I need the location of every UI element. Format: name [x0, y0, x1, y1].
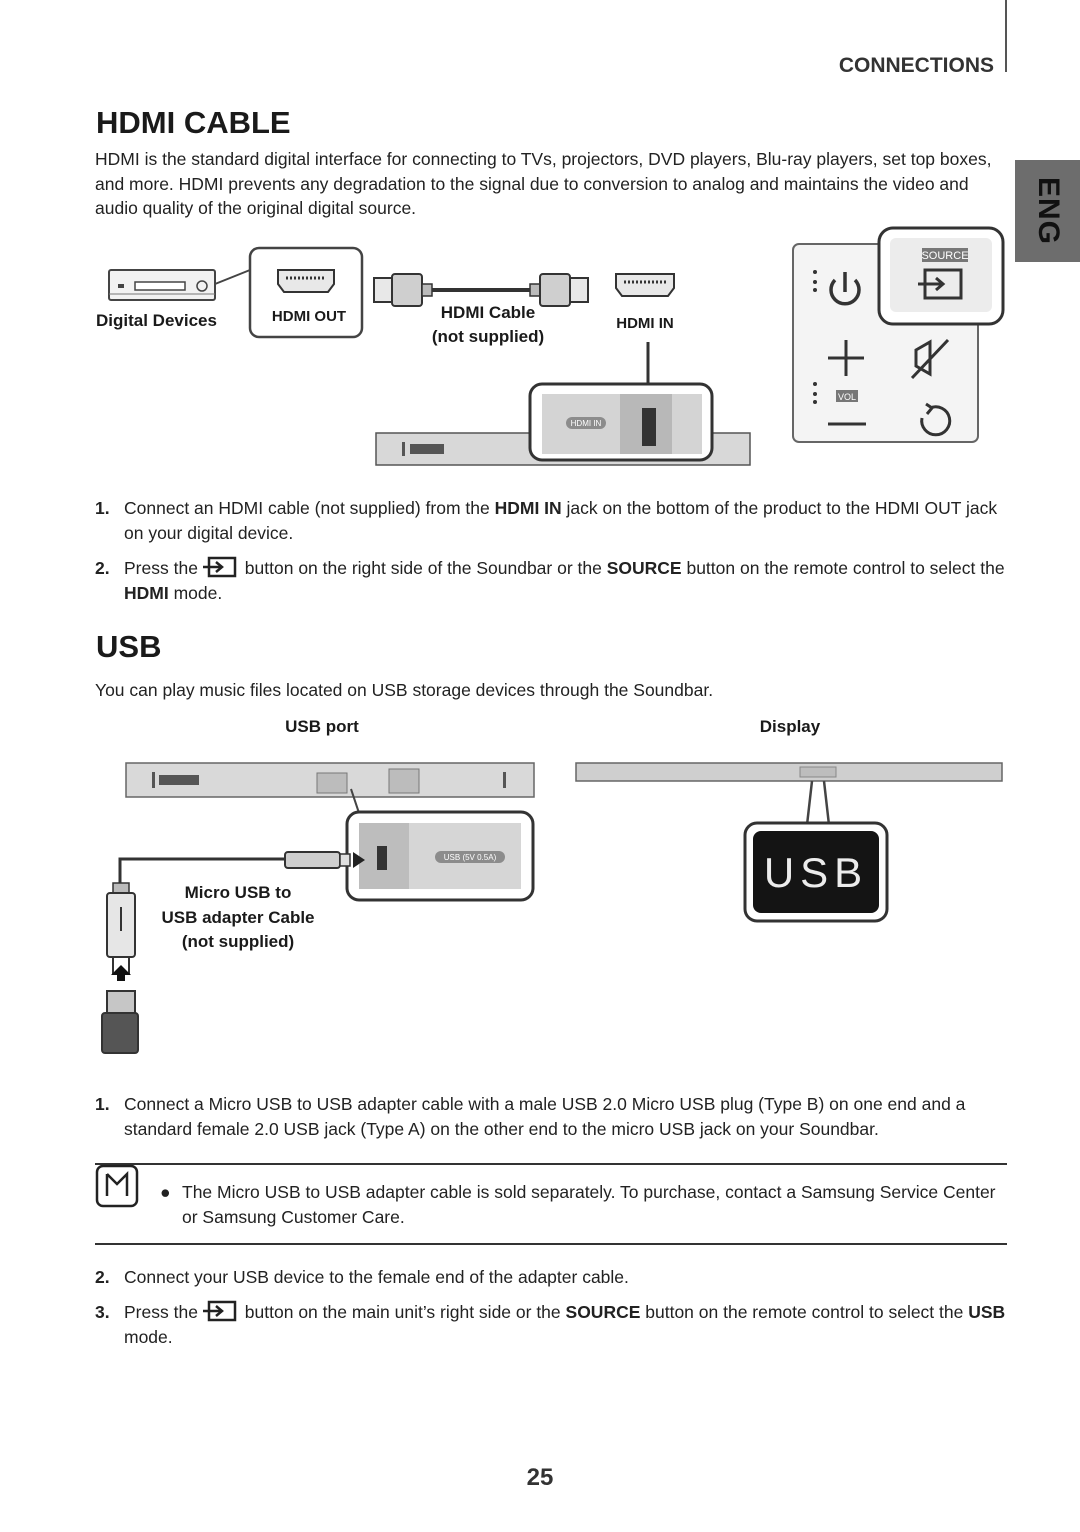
usb-note: ● The Micro USB to USB adapter cable is …	[160, 1182, 996, 1227]
note-bullet-icon: ●	[160, 1182, 171, 1202]
usb-step-1: 1. Connect a Micro USB to USB adapter ca…	[95, 1094, 966, 1139]
language-tab: ENG	[1015, 160, 1080, 262]
hdmi-in-port-tag: HDMI IN	[571, 419, 602, 428]
hdmi-in-label: HDMI IN	[616, 315, 674, 332]
display-readout: USB	[764, 849, 868, 896]
display-label: Display	[759, 717, 821, 736]
cable-label-line-1: Micro USB to	[184, 883, 292, 902]
usb-connection-diagram: USB (5V 0.5A) USB	[101, 762, 1003, 1054]
language-label: ENG	[1031, 176, 1065, 246]
page-number: 25	[526, 1464, 554, 1491]
usb-section-title: USB	[96, 629, 162, 664]
digital-devices-label: Digital Devices	[96, 311, 217, 330]
source-button-icon	[202, 1300, 237, 1322]
soundbar-usb-view	[125, 762, 535, 798]
usb-step-2: 2. Connect your USB device to the female…	[95, 1267, 629, 1287]
note-pencil-icon	[95, 1164, 139, 1208]
note-top-rule	[95, 1163, 1007, 1165]
mute-icon	[910, 338, 950, 380]
display-callout: USB	[743, 821, 889, 923]
usb-device-icon	[101, 1012, 139, 1054]
remote-vol-tag: VOL	[838, 392, 856, 402]
hdmi-cable-label: HDMI Cable	[440, 303, 536, 322]
usb-port-tag: USB (5V 0.5A)	[444, 853, 497, 862]
remote-source-tag: SOURCE	[921, 250, 968, 262]
digital-device-icon	[108, 269, 216, 301]
cable-label-line-2: USB adapter Cable	[161, 908, 315, 927]
remote-control: SOURCE VOL	[792, 226, 1005, 443]
usb-step-3: 3. Press the button on the main unit’s r…	[95, 1300, 1006, 1347]
usb-intro: You can play music files located on USB …	[95, 680, 714, 700]
cable-label-line-3: (not supplied)	[181, 932, 295, 951]
source-button-icon	[918, 268, 963, 300]
hdmi-connection-diagram: HDMI IN SOURCE VOL	[108, 226, 1005, 466]
hdmi-cable-not-supplied-label: (not supplied)	[431, 327, 545, 346]
hdmi-step-2: 2. Press the button on the right side of…	[95, 556, 1005, 603]
hdmi-section-title: HDMI CABLE	[96, 105, 291, 140]
section-label: CONNECTIONS	[838, 54, 994, 77]
soundbar-display-view	[575, 762, 1003, 826]
hdmi-intro: HDMI is the standard digital interface f…	[95, 149, 992, 218]
header-divider	[1005, 0, 1007, 72]
hdmi-step-1: 1. Connect an HDMI cable (not supplied) …	[95, 498, 998, 543]
hdmi-in-port-icon	[615, 273, 675, 297]
repeat-icon	[920, 402, 952, 437]
soundbar-hdmi-view: HDMI IN	[375, 382, 751, 466]
hdmi-cable-icon	[373, 273, 589, 307]
volume-up-icon	[828, 340, 864, 376]
hdmi-out-label: HDMI OUT	[271, 308, 347, 325]
hdmi-out-port-callout	[248, 246, 364, 339]
micro-usb-cable-icon	[101, 851, 365, 1054]
source-button-icon	[202, 556, 237, 578]
usb-port-label: USB port	[285, 717, 359, 736]
arrow-up-icon	[111, 965, 131, 981]
usb-port-callout: USB (5V 0.5A)	[345, 810, 535, 902]
power-icon	[829, 272, 861, 306]
note-bottom-rule	[95, 1243, 1007, 1245]
